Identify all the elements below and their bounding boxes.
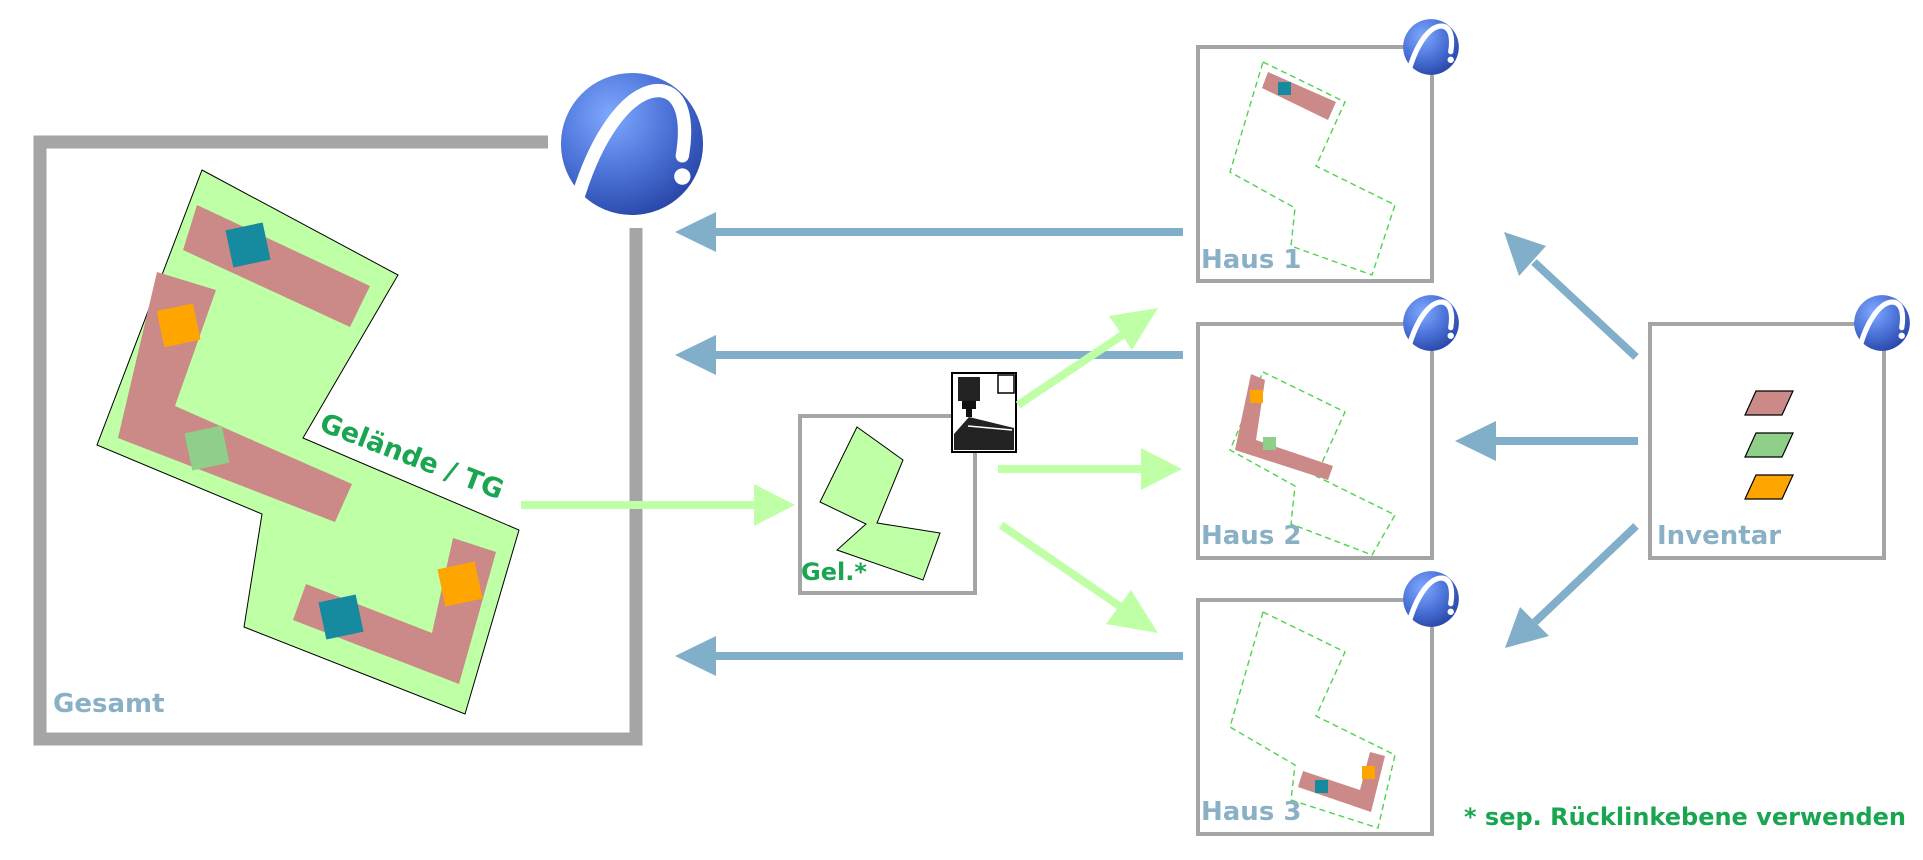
haus1-frame — [1196, 45, 1434, 283]
archicad-logo-icon — [1403, 295, 1459, 351]
orange-unit — [437, 561, 483, 607]
gesamt-site-plan — [96, 169, 520, 715]
archicad-logo-icon — [1403, 19, 1459, 75]
footnote-text: * sep. Rücklinkebene verwenden — [1464, 803, 1906, 831]
haus3-label: Haus 3 — [1201, 797, 1301, 827]
blue-arrows — [675, 212, 1639, 676]
haus2-label: Haus 2 — [1201, 521, 1301, 551]
arrow-gel-to-haus3 — [998, 521, 1158, 633]
archicad-logo-icon — [1854, 295, 1910, 351]
archicad-logo-icon — [561, 73, 703, 215]
gel-frame — [798, 414, 977, 595]
green-unit — [184, 425, 230, 471]
arrow-inventar-to-haus2 — [1455, 421, 1638, 461]
arrow-haus3-to-gesamt — [675, 636, 1183, 676]
archicad-logo-icon — [1403, 571, 1459, 627]
inventar-frame — [1648, 322, 1886, 560]
gesamt-frame — [33, 135, 643, 746]
orange-unit — [156, 303, 201, 348]
inventar-item-red — [1744, 390, 1794, 416]
cnc-plotter-icon — [951, 372, 1017, 453]
green-arrows — [521, 308, 1182, 633]
arrow-gelaende-to-gel — [521, 484, 795, 526]
inventar-item-orange — [1744, 474, 1794, 500]
gesamt-label: Gesamt — [53, 689, 165, 719]
arrow-gel-to-haus1 — [1015, 308, 1158, 409]
arrow-haus2-to-gesamt — [675, 335, 1183, 375]
arrow-haus1-to-gesamt — [675, 212, 1183, 252]
inventar-label: Inventar — [1657, 521, 1781, 551]
teal-unit — [318, 594, 364, 640]
inventar-item-green — [1744, 432, 1794, 458]
haus3-frame — [1196, 598, 1434, 836]
arrow-gel-to-haus2 — [998, 448, 1182, 490]
haus2-frame — [1196, 322, 1434, 560]
arrow-inventar-to-haus1 — [1504, 232, 1639, 360]
arrow-inventar-to-haus3 — [1505, 523, 1639, 648]
teal-unit — [225, 222, 271, 268]
haus1-label: Haus 1 — [1201, 245, 1301, 275]
gel-label: Gel.* — [801, 558, 867, 586]
